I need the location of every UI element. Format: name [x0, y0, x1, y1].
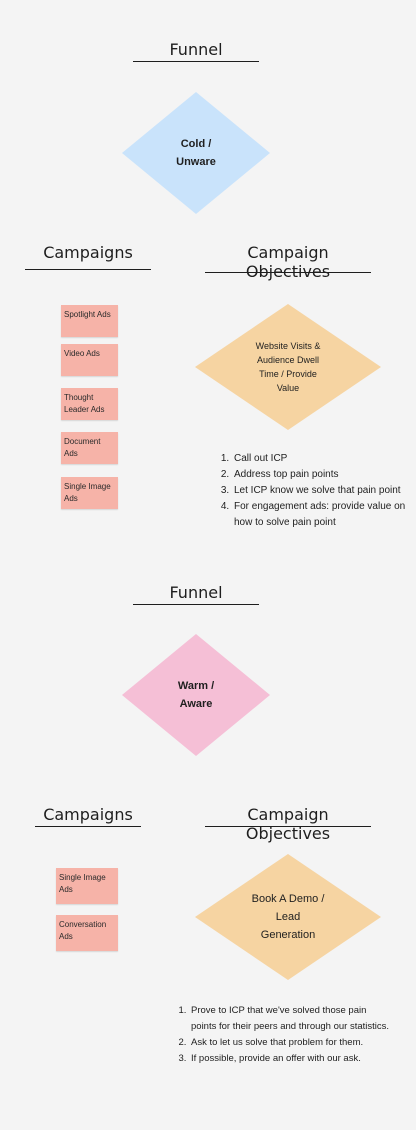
- funnel-heading: Funnel: [169, 40, 223, 59]
- funnel-stage-warm: Warm / Aware: [122, 634, 270, 756]
- diamond-shape: [122, 634, 270, 756]
- ad-card-spotlight: Spotlight Ads: [61, 305, 118, 337]
- objectives-heading-underline: [205, 272, 371, 273]
- ad-card-document: Document Ads: [61, 432, 118, 464]
- ad-card-single-image: Single Image Ads: [61, 477, 118, 509]
- campaigns-heading-underline: [35, 826, 141, 827]
- diamond-shape: [195, 304, 381, 430]
- objective-line: Generation: [260, 929, 316, 941]
- ad-card-single-image: Single Image Ads: [56, 868, 118, 904]
- objective-line: Value: [276, 383, 300, 393]
- stage-label-line2: Aware: [179, 698, 213, 710]
- objectives-heading-underline: [205, 826, 371, 827]
- diamond-shape: [195, 854, 381, 980]
- list-item: Call out ICP: [232, 451, 412, 467]
- list-item: Let ICP know we solve that pain point: [232, 483, 412, 499]
- funnel-heading: Funnel: [169, 583, 223, 602]
- objectives-heading: Campaign Objectives: [245, 805, 331, 843]
- list-item: If possible, provide an offer with our a…: [189, 1051, 394, 1067]
- campaigns-heading: Campaigns: [43, 243, 133, 262]
- ad-card-video: Video Ads: [61, 344, 118, 376]
- diamond-shape: [122, 92, 270, 214]
- ad-card-conversation: Conversation Ads: [56, 915, 118, 951]
- objective-line: Website Visits &: [255, 341, 321, 351]
- list-item: Prove to ICP that we've solved those pai…: [189, 1003, 394, 1035]
- objective-steps-list: Call out ICP Address top pain points Let…: [212, 451, 412, 531]
- objective-line: Audience Dwell: [256, 355, 320, 365]
- stage-label-line2: Unware: [176, 156, 216, 168]
- objective-line: Time / Provide: [259, 369, 317, 379]
- objective-website-visits: Website Visits & Audience Dwell Time / P…: [195, 304, 381, 430]
- campaigns-heading-underline: [25, 269, 151, 270]
- stage-label-line1: Cold /: [180, 138, 212, 150]
- list-item: For engagement ads: provide value on how…: [232, 499, 412, 531]
- funnel-heading-underline: [133, 604, 259, 605]
- objective-line: Book A Demo /: [251, 893, 325, 905]
- objective-book-demo: Book A Demo / Lead Generation: [195, 854, 381, 980]
- list-item: Ask to let us solve that problem for the…: [189, 1035, 394, 1051]
- list-item: Address top pain points: [232, 467, 412, 483]
- ad-card-thought-leader: Thought Leader Ads: [61, 388, 118, 420]
- funnel-heading-underline: [133, 61, 259, 62]
- objective-steps-list: Prove to ICP that we've solved those pai…: [169, 1003, 394, 1067]
- campaigns-heading: Campaigns: [43, 805, 133, 824]
- objectives-heading: Campaign Objectives: [245, 243, 331, 281]
- funnel-stage-cold: Cold / Unware: [122, 92, 270, 214]
- stage-label-line1: Warm /: [177, 680, 215, 692]
- objective-line: Lead: [275, 911, 301, 923]
